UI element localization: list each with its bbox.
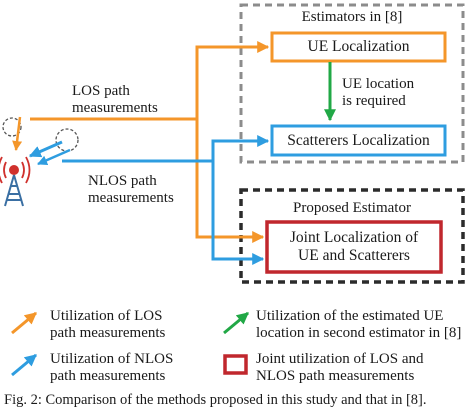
nlos-label-line2: measurements — [88, 190, 174, 206]
ue-localization-label: UE Localization — [307, 38, 410, 56]
ue-localization-box — [270, 31, 447, 63]
los-arrow-to-joint — [195, 119, 265, 243]
joint-localization-box — [265, 220, 443, 274]
estimators-group-frame — [239, 3, 465, 164]
estimators-group-title: Estimators in [8] — [301, 9, 403, 25]
joint-label-line1: Joint Localization of — [289, 229, 419, 247]
nlos-arrow-to-scatterers — [62, 135, 270, 163]
ue-location-label-line1: UE location — [342, 76, 415, 92]
ue-location-label-line2: is required — [342, 93, 406, 109]
los-label-line1: LOS path — [72, 83, 130, 99]
scatterer-dashed-circle — [55, 128, 79, 152]
nlos-arrow-to-joint — [211, 161, 265, 265]
los-label-line2: measurements — [72, 100, 158, 116]
legend-estimate-icon — [223, 311, 249, 335]
legend-joint-line2: NLOS path measurements — [256, 368, 415, 384]
figure-caption: Fig. 2: Comparison of the methods propos… — [4, 392, 427, 408]
los-incoming-arrow — [12, 116, 23, 151]
legend-nlos-line1: Utilization of NLOS — [50, 351, 174, 367]
legend-joint-icon — [223, 354, 248, 375]
legend-nlos-icon — [11, 353, 37, 377]
proposed-group-title: Proposed Estimator — [293, 200, 411, 216]
scatterers-localization-box — [270, 124, 447, 157]
legend-estimate-line1: Utilization of the estimated UE — [256, 308, 444, 324]
los-arrow-to-ue-localization — [30, 41, 270, 121]
legend-estimate-line2: location in second estimator in [8] — [256, 325, 462, 341]
joint-label-line2: UE and Scatterers — [298, 247, 410, 264]
nlos-label-line1: NLOS path — [88, 173, 157, 189]
nlos-incoming-arrow-2 — [37, 148, 71, 166]
legend-joint-line1: Joint utilization of LOS and — [256, 351, 424, 367]
legend-nlos-line2: path measurements — [50, 368, 166, 384]
legend-los-line1: Utilization of LOS — [50, 308, 163, 324]
ue-dashed-circle — [2, 117, 22, 137]
nlos-incoming-arrow-1 — [28, 140, 63, 158]
scatterers-localization-label: Scatterers Localization — [287, 131, 430, 149]
legend-los-icon — [11, 311, 37, 335]
legend-los-line2: path measurements — [50, 325, 166, 341]
antenna-icon — [0, 156, 31, 207]
joint-localization-label: Joint Localization of UE and Scatterers — [267, 222, 441, 272]
